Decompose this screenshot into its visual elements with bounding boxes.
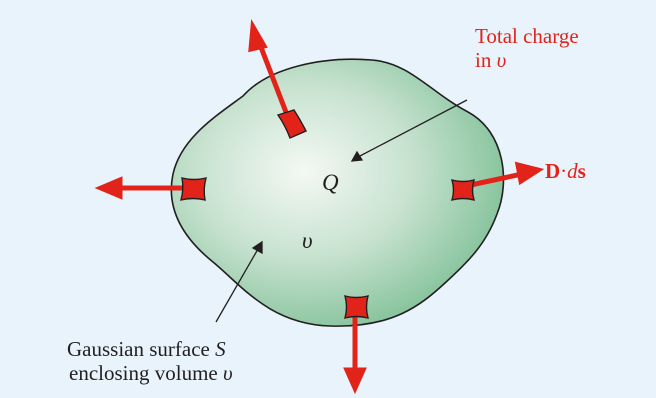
total-charge-label: Total charge in υ (475, 25, 579, 72)
gaussian-line2: enclosing volume υ (67, 362, 233, 386)
flux-label: D·ds (545, 160, 586, 184)
gaussian-surface-label: Gaussian surface S enclosing volume υ (67, 338, 233, 385)
surface-element-left (181, 178, 206, 200)
total-charge-line1: Total charge (475, 25, 579, 49)
flux-arrow-top-head (251, 27, 264, 49)
surface-element-bottom (345, 296, 368, 318)
charge-symbol: Q (322, 170, 339, 196)
gaussian-line1: Gaussian surface S (67, 338, 233, 362)
surface-element-right (452, 180, 474, 200)
volume-symbol-inline: υ (497, 48, 507, 72)
flux-label-D: D (545, 159, 560, 183)
flux-arrow-right-head (518, 165, 538, 181)
volume-symbol-caption: υ (223, 361, 233, 385)
flux-label-s: s (578, 159, 586, 183)
flux-arrow-bottom-head (347, 370, 363, 388)
total-charge-line2: in υ (475, 49, 579, 73)
flux-label-d: d (567, 159, 578, 183)
surface-symbol: S (215, 337, 226, 361)
volume-symbol: υ (302, 228, 313, 254)
flux-arrow-left-head (101, 180, 120, 196)
